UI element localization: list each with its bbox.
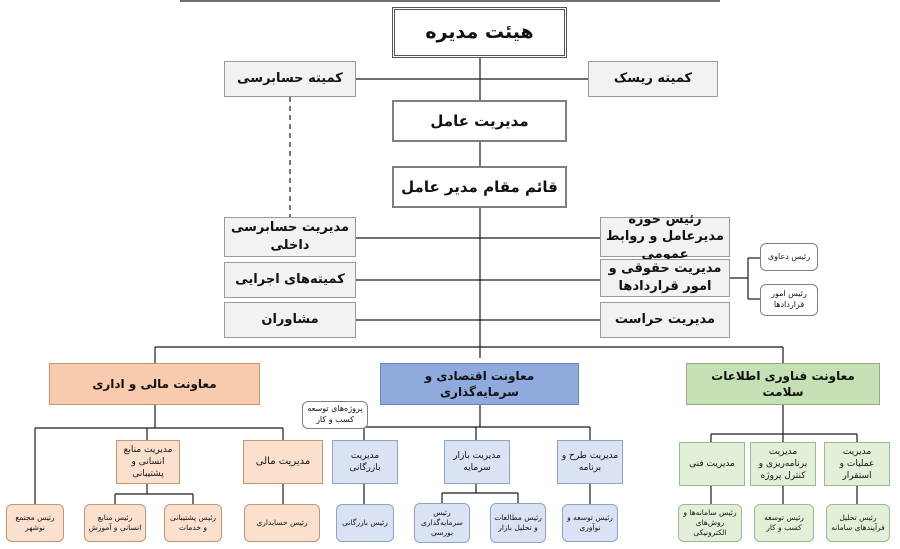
financial-manager-box: مدیریت مالی bbox=[243, 440, 323, 484]
biz-dev-head-box: رئیس توسعه کسب و کار bbox=[754, 504, 814, 542]
e-systems-head-box: رئیس سامانه‌ها و روش‌های الکترونیکی bbox=[678, 504, 742, 542]
deputy-ceo-box: قائم مقام مدیر عامل bbox=[392, 166, 567, 208]
complex-head-box: رئیس مجتمع نوشهر bbox=[6, 504, 64, 542]
audit-committee-box: کمیته حسابرسی bbox=[224, 61, 356, 97]
security-box: مدیریت حراست bbox=[600, 302, 730, 338]
commerce-manager-box: مدیریت بازرگانی bbox=[332, 440, 398, 484]
operations-manager-box: مدیریت عملیات و استقرار bbox=[824, 442, 890, 486]
internal-audit-box: مدیریت حسابرسی داخلی bbox=[224, 217, 356, 257]
economic-deputy-box: معاونت اقتصادی و سرمایه‌گذاری bbox=[380, 363, 579, 405]
finance-deputy-box: معاونت مالی و اداری bbox=[49, 363, 260, 405]
planning-manager-box: مدیریت طرح و برنامه bbox=[557, 440, 623, 484]
support-head-box: رئیس پشتیبانی و خدمات bbox=[164, 504, 222, 542]
market-research-head-box: رئیس مطالعات و تحلیل بازار bbox=[490, 503, 546, 543]
business-projects-note: پروژه‌های توسعه کسب و کار bbox=[302, 401, 368, 429]
risk-committee-box: کمیته ریسک bbox=[588, 61, 718, 97]
project-planning-manager-box: مدیریت برنامه‌ریزی و کنترل پروژه bbox=[750, 442, 816, 486]
process-analysis-head-box: رئیس تحلیل فرآیندهای سامانه bbox=[826, 504, 890, 542]
accounting-head-box: رئیس حسابداری bbox=[244, 504, 320, 542]
it-deputy-box: معاونت فناوری اطلاعات سلامت bbox=[686, 363, 880, 405]
hr-training-head-box: رئیس منابع انسانی و آموزش bbox=[84, 504, 146, 542]
advisors-box: مشاوران bbox=[224, 302, 356, 338]
technical-manager-box: مدیریت فنی bbox=[679, 442, 745, 486]
ceo-office-box: رئیس حوزه مدیرعامل و روابط عمومی bbox=[600, 212, 730, 262]
board-box: هیئت مدیره bbox=[392, 7, 567, 58]
contracts-head-box: رئیس امور قراردادها bbox=[760, 284, 818, 316]
ceo-box: مدیریت عامل bbox=[392, 100, 567, 142]
innovation-head-box: رئیس توسعه و نوآوری bbox=[562, 504, 618, 542]
legal-box: مدیریت حقوقی و امور قراردادها bbox=[600, 259, 730, 297]
hr-manager-box: مدیریت منابع انسانی و پشتیبانی bbox=[116, 440, 180, 484]
capital-market-manager-box: مدیریت بازار سرمایه bbox=[444, 440, 510, 484]
executive-committees-box: کمیته‌های اجرایی bbox=[224, 262, 356, 298]
commerce-head-box: رئیس بازرگانی bbox=[336, 504, 394, 542]
stock-investment-head-box: رئیس سرمایه‌گذاری بورسی bbox=[414, 503, 470, 543]
claims-head-box: رئیس دعاوی bbox=[760, 243, 818, 271]
